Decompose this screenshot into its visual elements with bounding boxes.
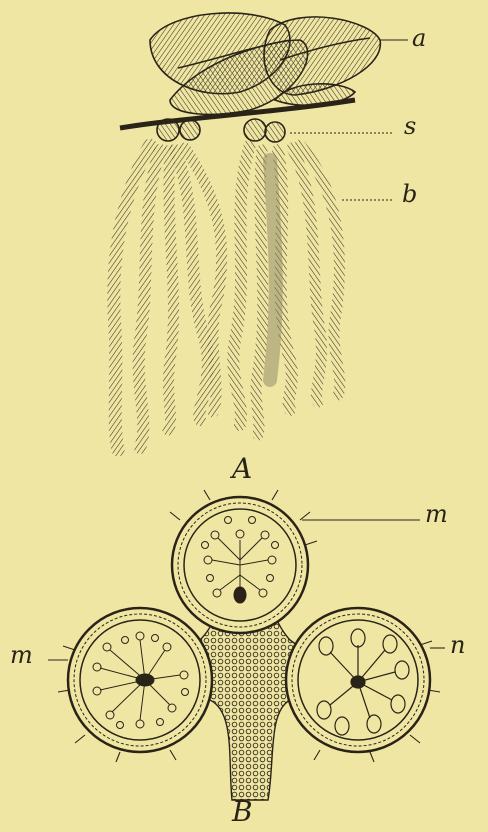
label-m-left: m <box>10 643 33 667</box>
label-n: n <box>450 633 465 657</box>
sporocarp-top <box>172 497 308 633</box>
panel-a-drawing <box>114 13 408 450</box>
floating-leaves <box>150 13 380 114</box>
sporocarps <box>157 119 285 142</box>
label-m-top: m <box>425 502 448 526</box>
caption-b: B <box>232 798 253 826</box>
panel-b-drawing <box>48 490 445 800</box>
label-a-leaf: a <box>412 26 426 50</box>
caption-a: A <box>232 455 252 483</box>
roots-left <box>114 145 222 450</box>
roots-right <box>233 145 340 435</box>
sporocarp-left <box>68 608 212 752</box>
label-s-sporocarp: s <box>404 114 416 138</box>
label-b-roots: b <box>402 182 417 206</box>
sporocarp-right <box>286 608 430 752</box>
